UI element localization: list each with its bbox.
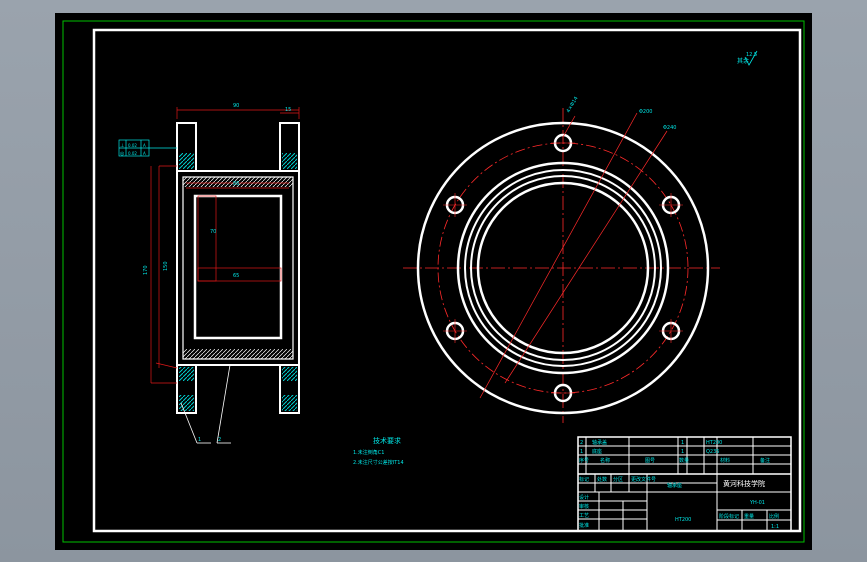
row1-name: 底座 — [592, 448, 602, 455]
scale-value: 1:1 — [771, 524, 779, 530]
row1-index: 1 — [580, 449, 583, 455]
header-material: 材料 — [720, 457, 730, 464]
row2-qty: 1 — [681, 440, 684, 446]
drawing-no-value: YH-01 — [749, 500, 765, 506]
diameter-label-2: Φ240 — [663, 125, 676, 131]
tol-row1-value: 0.02 — [128, 143, 137, 148]
stage-weight: 重量 — [744, 513, 754, 520]
dim-top: 90 — [233, 103, 239, 109]
role-approve: 批准 — [579, 522, 589, 529]
roughness-prefix: 其余 — [737, 57, 749, 65]
stage-mark: 阶段标记 — [719, 513, 739, 520]
tolerance-frame: ⊥ 0.02 A ◎ 0.02 A — [118, 139, 177, 157]
sign-count: 处数 — [597, 476, 607, 483]
header-index: 序号 — [579, 457, 589, 464]
sign-zone: 分区 — [613, 476, 623, 483]
title-block — [577, 436, 792, 532]
row1-material: Q235 — [706, 449, 719, 455]
role-process: 工艺 — [579, 513, 589, 519]
outer-frame — [62, 20, 805, 543]
tech-req-title: 技术要求 — [373, 436, 401, 445]
tol-row2-datum: A — [143, 151, 146, 156]
part-name: 轴承座 — [667, 482, 682, 489]
part-ref-1: 1 — [198, 437, 201, 443]
role-review: 审核 — [579, 503, 589, 510]
row2-index: 2 — [580, 440, 583, 446]
technical-requirements: 技术要求 1.未注倒角C1 2.未注尺寸公差按IT14 — [353, 436, 404, 466]
tol-row1-symbol: ⊥ — [120, 143, 124, 149]
tol-row2-value: 0.02 — [128, 151, 137, 156]
tech-req-line-1: 1.未注倒角C1 — [353, 449, 384, 456]
header-drawing-no: 图号 — [645, 458, 655, 464]
dim-lower: 65 — [233, 273, 239, 279]
header-remark: 备注 — [760, 457, 770, 464]
cad-viewport[interactable]: 其余 12.5 — [55, 13, 812, 550]
tol-row2-symbol: ◎ — [120, 151, 125, 157]
tol-row1-datum: A — [143, 143, 146, 148]
school-name: 黄河科技学院 — [723, 479, 765, 488]
header-qty: 数量 — [679, 457, 689, 464]
diameter-label-1: Φ200 — [639, 109, 652, 115]
dim-inner-width: 86 — [233, 181, 239, 187]
title-block-text: 2 轴承盖 1 HT200 1 底座 1 Q235 序号 名称 图号 数量 材料… — [579, 439, 779, 530]
role-design: 设计 — [579, 494, 589, 501]
drawing-border — [92, 28, 802, 533]
tech-req-line-2: 2.未注尺寸公差按IT14 — [353, 459, 404, 466]
front-flange-view — [403, 108, 720, 423]
dim-inner-height: 70 — [210, 229, 216, 235]
sign-file: 更改文件号 — [631, 476, 656, 483]
part-ref-2: 2 — [218, 437, 221, 443]
dim-left-inner: 150 — [163, 261, 169, 271]
roughness-value: 12.5 — [746, 52, 757, 58]
row1-qty: 1 — [681, 449, 684, 455]
hole-note: 4×Φ14 — [566, 96, 580, 114]
dim-left-outer: 170 — [143, 265, 149, 275]
header-name: 名称 — [600, 457, 610, 464]
material-value: HT200 — [675, 517, 691, 523]
sign-mark: 标记 — [579, 476, 589, 483]
surface-roughness-symbol: 其余 12.5 — [737, 50, 758, 66]
row2-name: 轴承盖 — [592, 439, 607, 446]
row2-material: HT200 — [706, 440, 722, 446]
dim-top-right: 15 — [285, 107, 291, 113]
side-section-view — [150, 107, 300, 444]
stage-scale: 比例 — [769, 513, 779, 520]
